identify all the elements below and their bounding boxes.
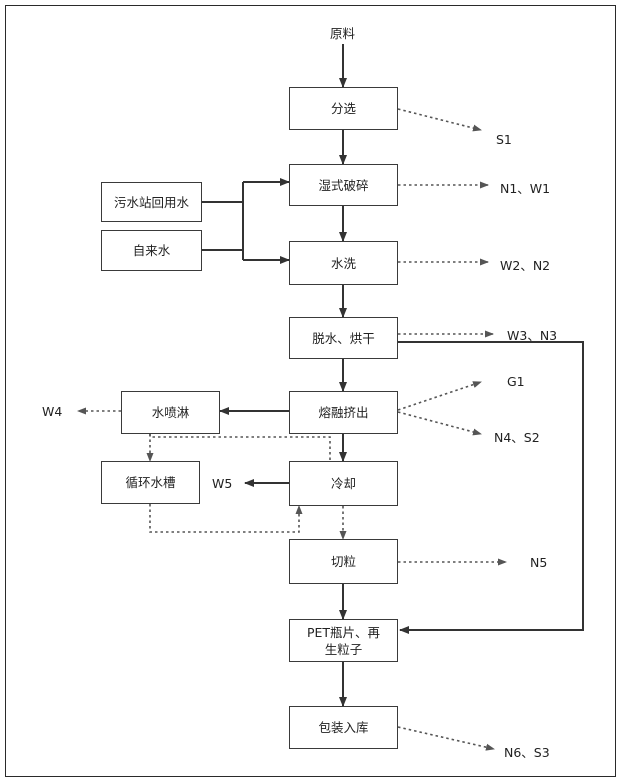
output-n6s3: N6、S3 (504, 745, 550, 760)
line-spray-return (149, 434, 331, 461)
process-pelletizing: 切粒 (289, 539, 398, 584)
process-packaging: 包装入库 (289, 706, 398, 749)
arrow-tank-to-cooling (149, 504, 303, 533)
tank-box: 循环水槽 (101, 461, 200, 504)
arrow-sorting-to-s1 (397, 108, 482, 132)
output-n1w1: N1、W1 (500, 181, 551, 196)
arrow-melt-to-n4s2 (397, 411, 482, 436)
output-n5: N5 (530, 555, 548, 570)
source-label: 原料 (330, 26, 356, 41)
tap-water-box: 自来水 (101, 230, 202, 271)
diagram-frame (5, 5, 616, 777)
process-melt-extrude: 熔融挤出 (289, 391, 398, 434)
process-sorting: 分选 (289, 87, 398, 130)
process-product: PET瓶片、再生粒子 (289, 619, 398, 662)
output-w2n2: W2、N2 (500, 258, 551, 273)
process-dewater-dry: 脱水、烘干 (289, 317, 398, 359)
output-w4: W4 (42, 404, 63, 419)
process-cooling: 冷却 (289, 461, 398, 506)
output-w3n3: W3、N3 (507, 328, 558, 343)
arrow-melt-to-g1 (397, 381, 482, 411)
spray-box: 水喷淋 (121, 391, 220, 434)
output-n4s2: N4、S2 (494, 430, 540, 445)
arrow-bypass-to-product (398, 341, 584, 634)
arrow-packaging-to-n6s3 (397, 726, 495, 751)
recycled-water-box: 污水站回用水 (101, 182, 202, 222)
output-s1: S1 (496, 132, 512, 147)
process-washing: 水洗 (289, 241, 398, 285)
process-wet-crushing: 湿式破碎 (289, 164, 398, 206)
output-g1: G1 (507, 374, 525, 389)
output-w5: W5 (212, 476, 233, 491)
